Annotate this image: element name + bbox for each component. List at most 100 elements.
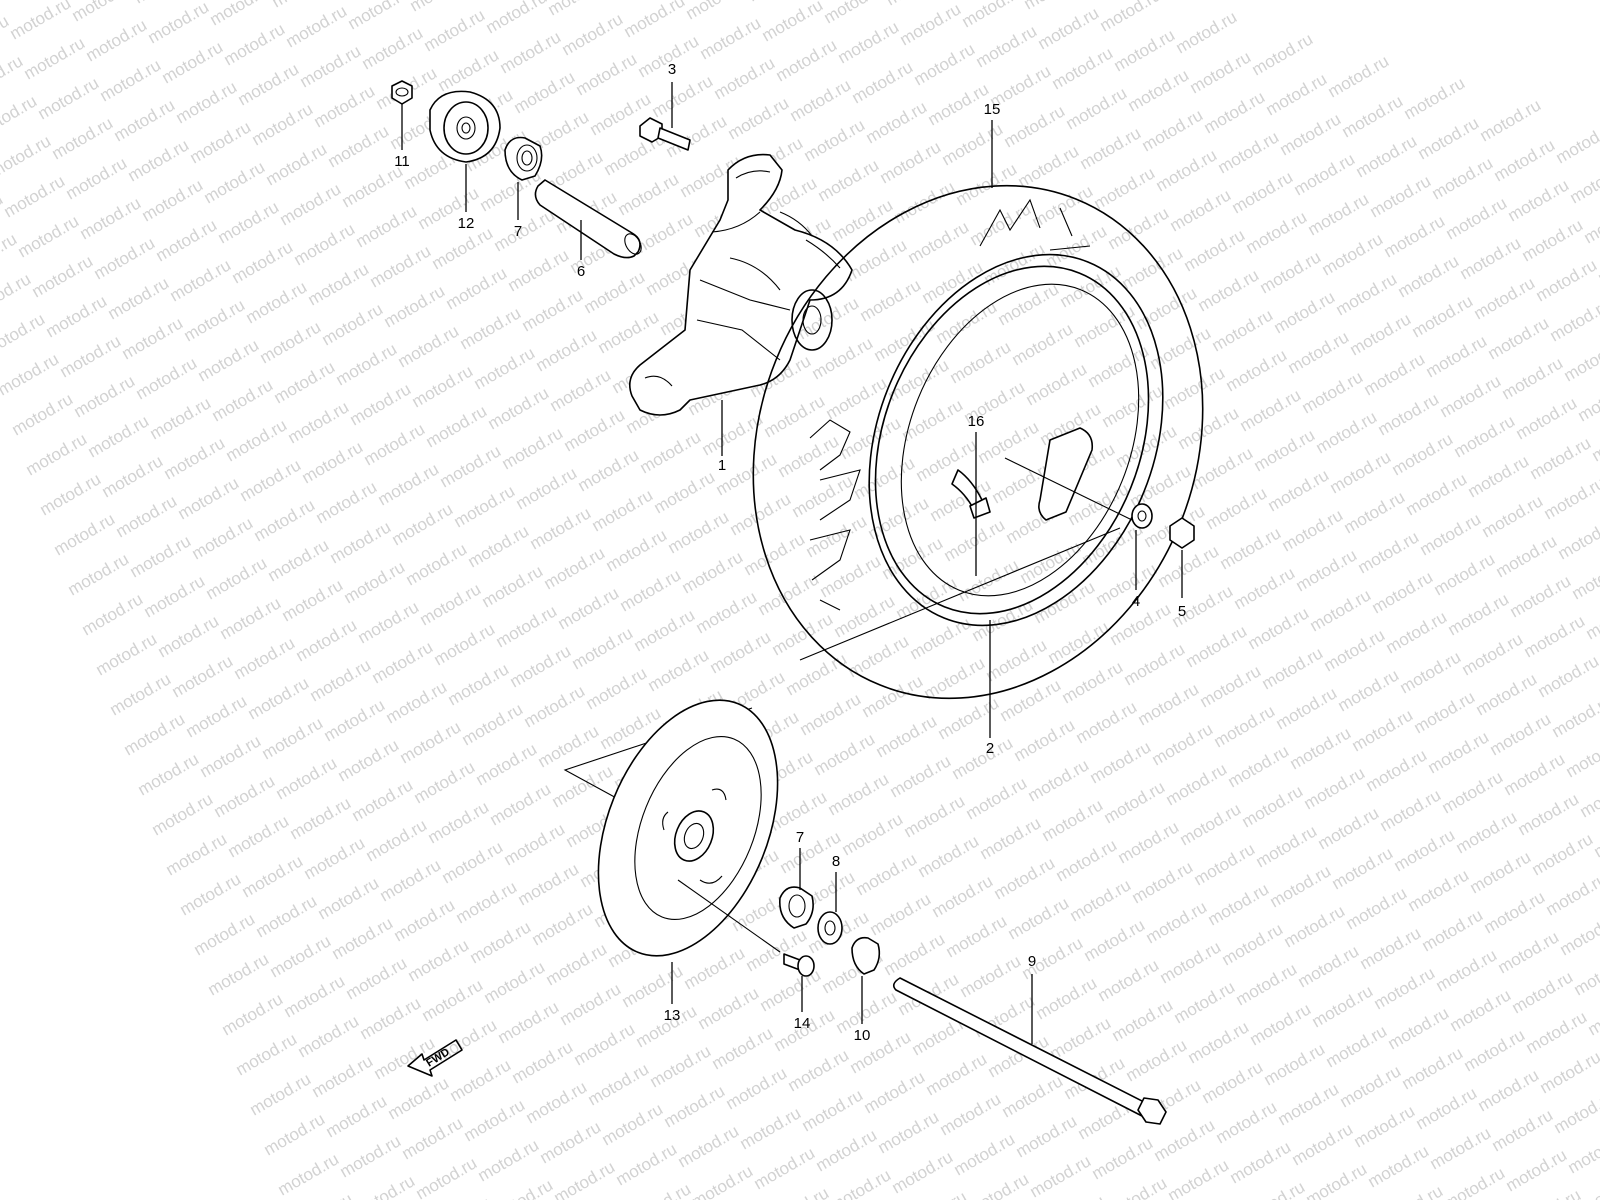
watermark-text: motod.ru bbox=[1101, 777, 1169, 827]
watermark-text: motod.ru bbox=[857, 275, 925, 325]
watermark-text: motod.ru bbox=[1167, 185, 1235, 235]
watermark-text: motod.ru bbox=[923, 1049, 991, 1099]
watermark-text: motod.ru bbox=[953, 159, 1021, 209]
watermark-text: motod.ru bbox=[991, 853, 1059, 903]
watermark-text: motod.ru bbox=[263, 139, 331, 189]
watermark-text: motod.ru bbox=[155, 611, 223, 661]
watermark-text: motod.ru bbox=[335, 735, 403, 785]
watermark-text: motod.ru bbox=[803, 511, 871, 561]
callout-7-lower: 7 bbox=[796, 829, 804, 846]
watermark-text: motod.ru bbox=[555, 583, 623, 633]
watermark-text: motod.ru bbox=[1405, 865, 1473, 915]
watermark-text: motod.ru bbox=[903, 1187, 971, 1200]
watermark-text: motod.ru bbox=[943, 911, 1011, 961]
watermark-text: motod.ru bbox=[1417, 509, 1485, 559]
watermark-text: motod.ru bbox=[1209, 305, 1277, 355]
watermark-text: motod.ru bbox=[513, 463, 581, 513]
watermark-text: motod.ru bbox=[253, 891, 321, 941]
watermark-text: motod.ru bbox=[797, 689, 865, 739]
watermark-text: motod.ru bbox=[913, 435, 981, 485]
watermark-text: motod.ru bbox=[1477, 95, 1545, 145]
watermark-text: motod.ru bbox=[1453, 807, 1521, 857]
watermark-text: motod.ru bbox=[105, 273, 173, 323]
watermark-text: motod.ru bbox=[161, 433, 229, 483]
watermark-text: motod.ru bbox=[999, 1071, 1067, 1121]
watermark-text: motod.ru bbox=[283, 1, 351, 51]
watermark-text: motod.ru bbox=[355, 597, 423, 647]
watermark-text: motod.ru bbox=[1201, 87, 1269, 137]
watermark-text: motod.ru bbox=[647, 1041, 715, 1091]
watermark-text: motod.ru bbox=[183, 691, 251, 741]
watermark-text: motod.ru bbox=[863, 97, 931, 147]
watermark-text: motod.ru bbox=[133, 353, 201, 403]
watermark-text: motod.ru bbox=[621, 0, 689, 41]
watermark-text: motod.ru bbox=[683, 0, 751, 23]
watermark-text: motod.ru bbox=[1181, 225, 1249, 275]
callout-3: 3 bbox=[668, 61, 676, 78]
watermark-text: motod.ru bbox=[153, 215, 221, 265]
watermark-text: motod.ru bbox=[305, 259, 373, 309]
watermark-text: motod.ru bbox=[385, 1073, 453, 1123]
watermark-text: motod.ru bbox=[1353, 131, 1421, 181]
watermark-text: motod.ru bbox=[649, 71, 717, 121]
watermark-text: motod.ru bbox=[1563, 731, 1600, 781]
watermark-text: motod.ru bbox=[809, 333, 877, 383]
callout-9: 9 bbox=[1028, 953, 1036, 970]
watermark-text: motod.ru bbox=[191, 909, 259, 959]
watermark-text: motod.ru bbox=[1361, 349, 1429, 399]
watermark-text: motod.ru bbox=[865, 493, 933, 543]
watermark-text: motod.ru bbox=[1173, 7, 1241, 57]
watermark-text: motod.ru bbox=[1289, 1119, 1357, 1169]
watermark-text: motod.ru bbox=[49, 113, 117, 163]
watermark-text: motod.ru bbox=[1023, 359, 1091, 409]
watermark-text: motod.ru bbox=[71, 371, 139, 421]
watermark-text: motod.ru bbox=[583, 663, 651, 713]
watermark-text: motod.ru bbox=[487, 779, 555, 829]
watermark-text: motod.ru bbox=[377, 855, 445, 905]
watermark-text: motod.ru bbox=[813, 1125, 881, 1175]
watermark-text: motod.ru bbox=[709, 1023, 777, 1073]
watermark-text: motod.ru bbox=[929, 871, 997, 921]
watermark-text: motod.ru bbox=[725, 93, 793, 143]
watermark-text: motod.ru bbox=[443, 263, 511, 313]
watermark-text: motod.ru bbox=[1001, 101, 1069, 151]
watermark-text: motod.ru bbox=[547, 365, 615, 415]
watermark-text: motod.ru bbox=[873, 711, 941, 761]
watermark-text: motod.ru bbox=[1555, 513, 1600, 563]
watermark-text: motod.ru bbox=[445, 659, 513, 709]
watermark-text: motod.ru bbox=[1043, 221, 1111, 271]
watermark-text: motod.ru bbox=[899, 395, 967, 445]
watermark-text: motod.ru bbox=[301, 833, 369, 883]
watermark-text: motod.ru bbox=[459, 699, 527, 749]
watermark-text: motod.ru bbox=[1103, 1173, 1171, 1200]
watermark-text: motod.ru bbox=[693, 587, 761, 637]
watermark-text: motod.ru bbox=[765, 1183, 833, 1200]
watermark-text: motod.ru bbox=[259, 713, 327, 763]
watermark-text: motod.ru bbox=[175, 473, 243, 523]
watermark-text: motod.ru bbox=[1377, 785, 1445, 835]
watermark-text: motod.ru bbox=[229, 237, 297, 287]
watermark-text: motod.ru bbox=[113, 491, 181, 541]
watermark-text: motod.ru bbox=[509, 1037, 577, 1087]
watermark-text: motod.ru bbox=[1357, 923, 1425, 973]
watermark-text: motod.ru bbox=[1301, 763, 1369, 813]
watermark-text: motod.ru bbox=[275, 1149, 343, 1199]
watermark-text: motod.ru bbox=[1383, 607, 1451, 657]
watermark-text: motod.ru bbox=[321, 695, 389, 745]
watermark-text: motod.ru bbox=[665, 507, 733, 557]
watermark-text: motod.ru bbox=[147, 393, 215, 443]
watermark-text: motod.ru bbox=[127, 531, 195, 581]
watermark-text: motod.ru bbox=[997, 675, 1065, 725]
watermark-text: motod.ru bbox=[1307, 585, 1375, 635]
watermark-text: motod.ru bbox=[1277, 109, 1345, 159]
watermark-text: motod.ru bbox=[0, 131, 54, 181]
watermark-text: motod.ru bbox=[471, 343, 539, 393]
watermark-text: motod.ru bbox=[877, 137, 945, 187]
watermark-text: motod.ru bbox=[197, 731, 265, 781]
watermark-text: motod.ru bbox=[1225, 741, 1293, 791]
watermark-text: motod.ru bbox=[827, 1165, 895, 1200]
valve-icon bbox=[951, 469, 991, 519]
watermark-text: motod.ru bbox=[119, 313, 187, 363]
watermark-text: motod.ru bbox=[1153, 145, 1221, 195]
watermark-text: motod.ru bbox=[1577, 771, 1600, 821]
